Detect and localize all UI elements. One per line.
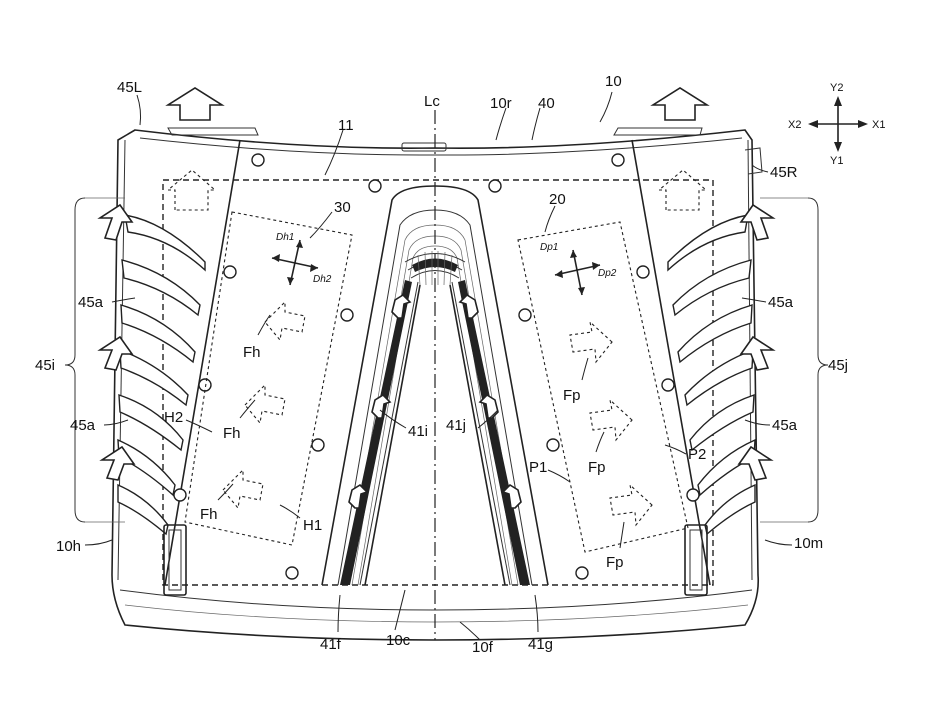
label-10f: 10f <box>472 639 494 656</box>
channel-arrow-icon <box>371 393 392 419</box>
axis-y1: Y1 <box>830 155 843 167</box>
center-channel <box>321 185 549 586</box>
direction-cross-dp <box>554 249 601 296</box>
label-fp-2: Fp <box>588 459 606 476</box>
brace-45j <box>807 197 829 523</box>
fh-arrows <box>222 300 306 510</box>
screw-holes <box>173 153 700 580</box>
outflow-arrow-icon <box>737 445 774 481</box>
label-45a-left-upper: 45a <box>78 294 104 311</box>
outflow-arrow-icon <box>97 203 134 241</box>
fin-stack-left <box>97 203 206 536</box>
label-fp-1: Fp <box>563 387 581 404</box>
label-10: 10 <box>605 73 622 90</box>
label-45j: 45j <box>828 357 848 374</box>
outflow-arrow-icon <box>99 445 136 481</box>
label-45i: 45i <box>35 357 55 374</box>
label-p1: P1 <box>529 459 547 476</box>
fin-stack-right <box>667 203 776 536</box>
label-45a-right-upper: 45a <box>768 294 794 311</box>
label-dp1: Dp1 <box>540 242 558 253</box>
label-dp2: Dp2 <box>598 268 617 279</box>
axis-indicator: Y2 Y1 X1 X2 <box>788 82 885 167</box>
label-h1: H1 <box>303 517 322 534</box>
axis-x1: X1 <box>872 119 885 131</box>
label-dh2: Dh2 <box>313 274 332 285</box>
channel-arrow-icon <box>458 293 479 319</box>
channel-arrow-icon <box>348 483 369 509</box>
label-dh1: Dh1 <box>276 232 294 243</box>
top-vent-right <box>613 87 710 136</box>
label-41g: 41g <box>528 636 553 653</box>
label-h2: H2 <box>164 409 183 426</box>
label-30: 30 <box>334 199 351 216</box>
label-10r: 10r <box>490 95 512 112</box>
outflow-arrow-icon <box>97 335 134 371</box>
channel-arrow-icon <box>391 293 412 319</box>
reference-labels: 45L 10 10r 40 Lc 11 45R 30 20 Dh1 Dh2 Dp… <box>35 73 848 656</box>
label-41i: 41i <box>408 423 428 440</box>
label-fh-2: Fh <box>223 425 241 442</box>
direction-cross-dh <box>271 239 319 286</box>
label-11: 11 <box>338 117 354 134</box>
leader-lines <box>84 91 793 641</box>
channel-arrow-icon <box>478 393 499 419</box>
label-45a-left-lower: 45a <box>70 417 96 434</box>
label-45a-right-lower: 45a <box>772 417 798 434</box>
label-lc: Lc <box>424 93 440 110</box>
label-10h: 10h <box>56 538 81 555</box>
axis-y2: Y2 <box>830 82 843 94</box>
module-30 <box>184 211 353 546</box>
top-vent-left <box>165 87 259 136</box>
channel-arrow-icon <box>501 483 522 509</box>
outflow-arrow-icon <box>650 87 710 121</box>
fp-arrows <box>569 320 653 527</box>
brace-45i <box>64 197 86 523</box>
frame-11 <box>162 179 714 586</box>
label-fh-3: Fh <box>200 506 218 523</box>
label-20: 20 <box>549 191 566 208</box>
label-10c: 10c <box>386 632 411 649</box>
axis-x2: X2 <box>788 119 801 131</box>
label-41f: 41f <box>320 636 342 653</box>
label-41j: 41j <box>446 417 466 434</box>
outflow-arrow-icon <box>739 203 776 241</box>
label-fp-3: Fp <box>606 554 624 571</box>
label-10m: 10m <box>794 535 823 552</box>
label-p2: P2 <box>688 446 706 463</box>
label-45L: 45L <box>117 79 142 96</box>
outflow-arrow-icon <box>739 335 776 371</box>
device-body <box>111 129 760 641</box>
label-fh-1: Fh <box>243 344 261 361</box>
label-45R: 45R <box>770 164 798 181</box>
outflow-arrow-icon <box>165 87 225 121</box>
label-40: 40 <box>538 95 555 112</box>
